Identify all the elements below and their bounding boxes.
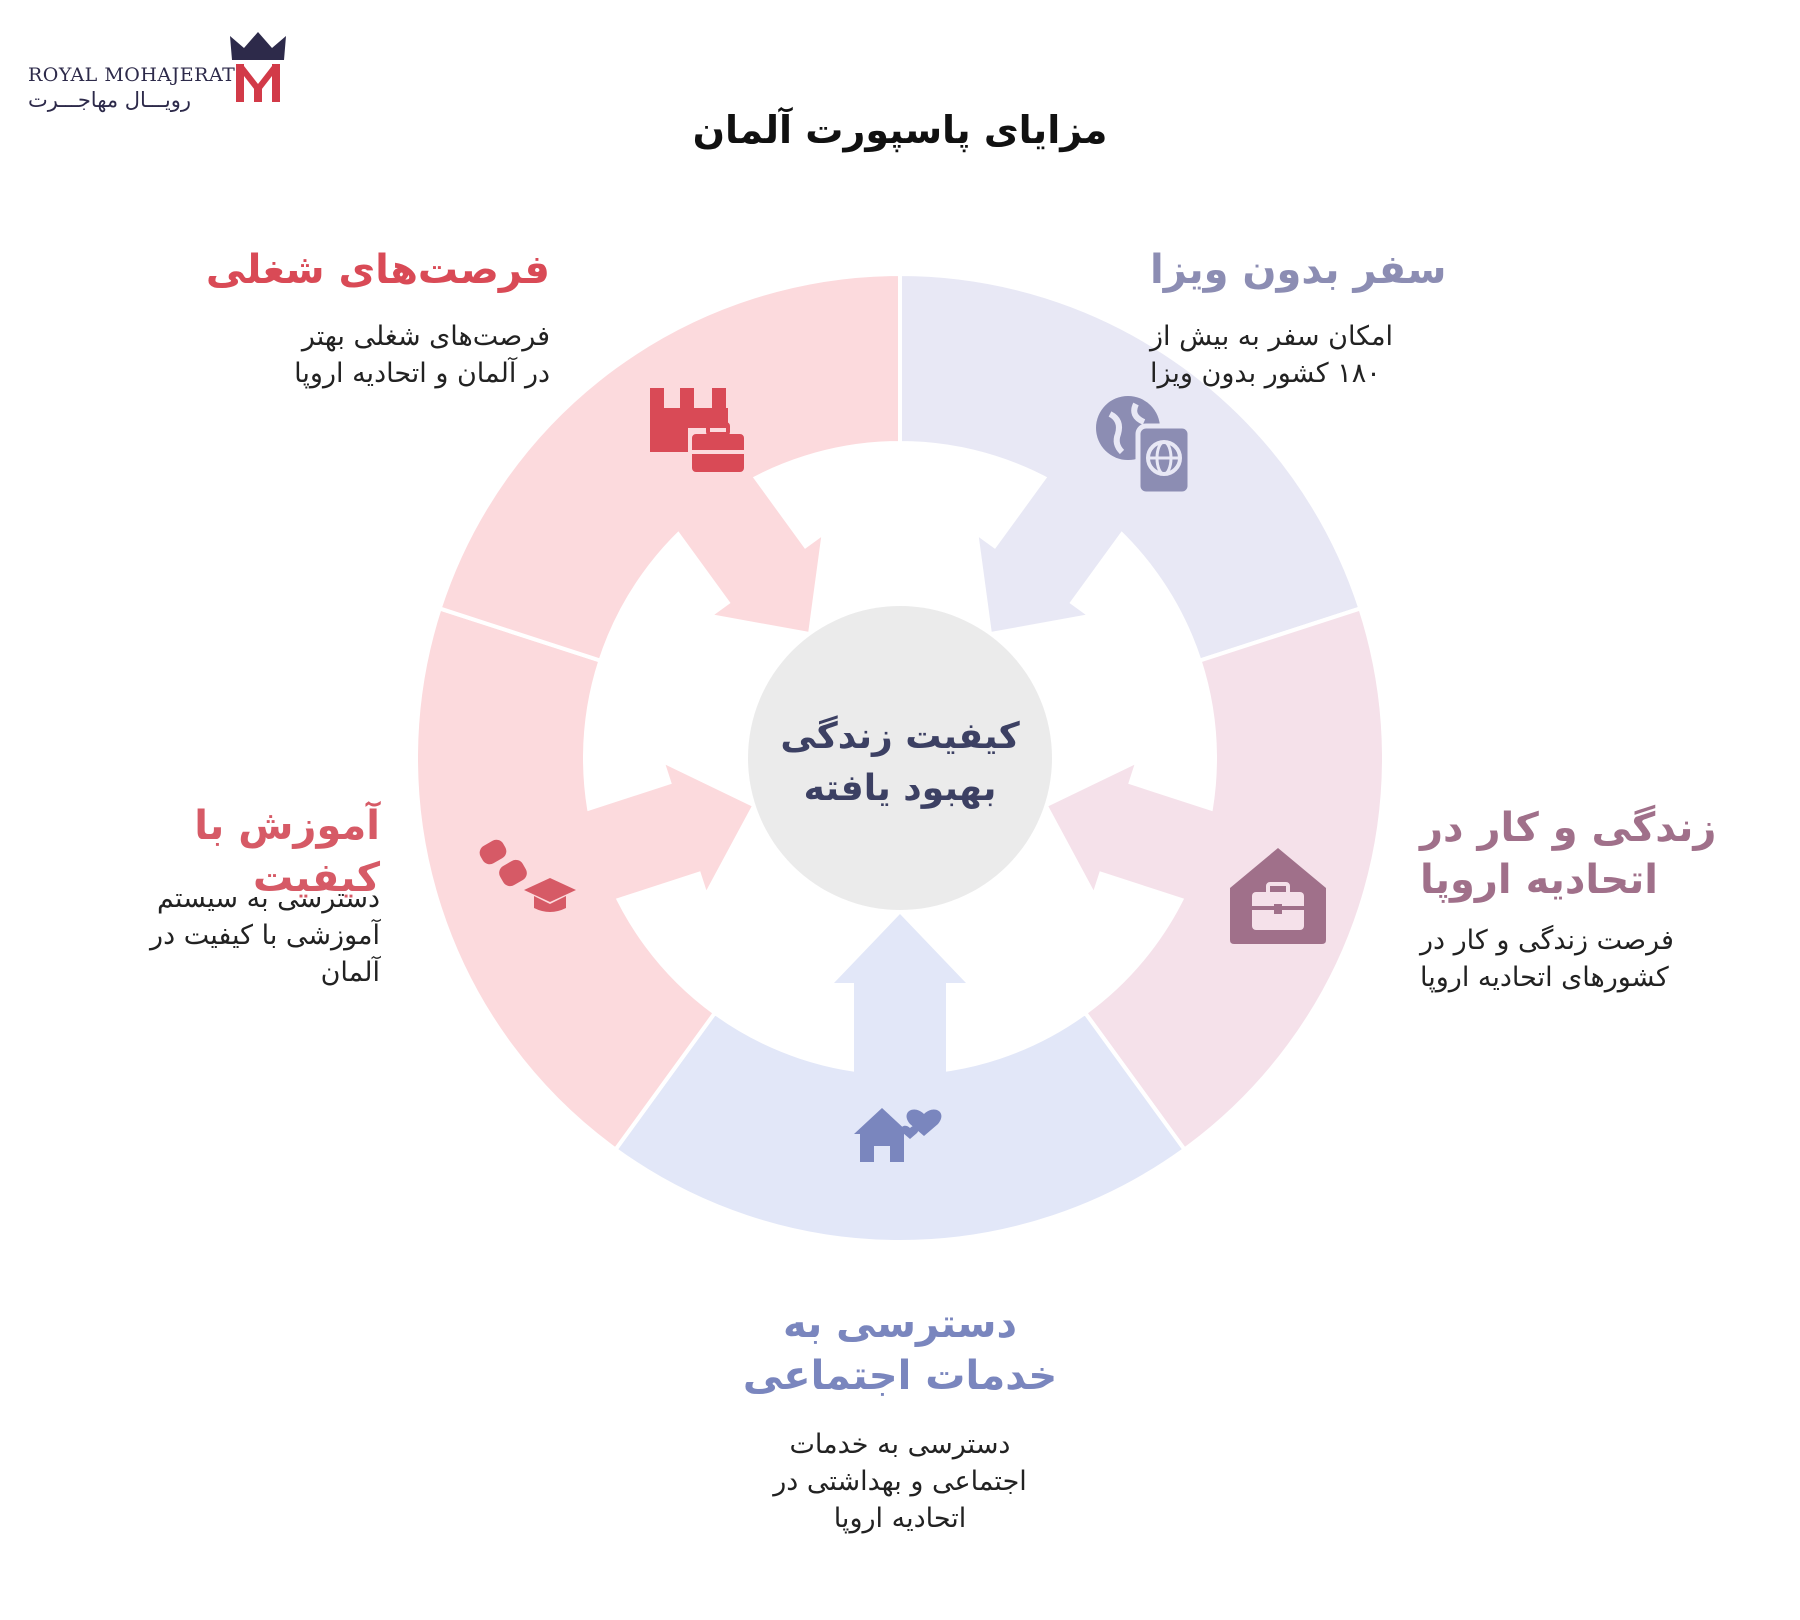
heading-line: خدمات اجتماعی [742,1353,1058,1399]
arrow-visa-free-travel [978,463,1132,632]
description-line: دسترسی به خدمات [789,1429,1011,1460]
visa-free-travel-description: امکان سفر به بیش از ۱۸۰ کشور بدون ویزا [1150,318,1510,392]
heading-line: دسترسی به [782,1301,1018,1347]
description-line: امکان سفر به بیش از [1150,321,1394,352]
ring-segment-job-opportunities [437,271,902,664]
ring-segments [414,271,1386,1244]
page-title: مزایای پاسپورت آلمان [692,108,1108,152]
logo-persian-text: رویـــال مهاجـــرت [28,88,192,112]
brand-logo: ROYAL MOHAJERAT رویـــال مهاجـــرت [28,30,288,120]
description-line: در آلمان و اتحادیه اروپا [294,358,550,389]
crown-monogram-icon [230,32,286,102]
ring-segment-quality-education [414,605,718,1153]
arrow-social-services [834,914,966,1088]
arrow-eu-live-work [1048,764,1229,904]
graduation-books-icon [479,839,576,912]
job-opportunities-description: فرصت‌های شغلی بهتر در آلمان و اتحادیه ار… [200,318,550,392]
description-line: دسترسی به سیستم [157,883,380,914]
heading-line: زندگی و کار در [1420,805,1717,851]
visa-free-travel-heading: سفر بدون ویزا [1150,247,1447,293]
quality-education-heading: آموزش با کیفیت [194,803,380,901]
house-hearts-icon [854,1108,942,1162]
arrow-quality-education [571,764,752,904]
social-services-description: دسترسی به خدمات اجتماعی و بهداشتی در اتح… [720,1426,1080,1537]
description-line: کشورهای اتحادیه اروپا [1420,962,1669,993]
briefcase-house-icon [1230,848,1326,944]
description-line: فرصت‌های شغلی بهتر [301,321,550,352]
description-line: آموزشی با کیفیت در [150,920,380,951]
factory-briefcase-icon [650,388,748,476]
center-label-line1: کیفیت زندگی [780,715,1019,757]
center-disc [748,606,1052,910]
globe-passport-icon [1096,396,1193,497]
ring-arrows [571,463,1229,1088]
arrow-job-opportunities [668,463,822,632]
center-label-line2: بهبود یافته [804,768,997,809]
eu-live-work-heading: زندگی و کار در اتحادیه اروپا [1420,802,1780,906]
ring-segment-visa-free-travel [898,271,1363,664]
quality-education-description: دسترسی به سیستم آموزشی با کیفیت در آلمان [80,880,380,991]
description-line: اجتماعی و بهداشتی در [773,1466,1027,1497]
description-line: فرصت زندگی و کار در [1420,925,1674,956]
ring-segment-eu-live-work [1082,605,1386,1153]
logo-latin-text: ROYAL MOHAJERAT [28,64,236,86]
description-line: ۱۸۰ کشور بدون ویزا [1150,358,1381,389]
description-line: آلمان [320,957,380,988]
job-opportunities-heading: فرصت‌های شغلی [205,247,550,293]
eu-live-work-description: فرصت زندگی و کار در کشورهای اتحادیه اروپ… [1420,922,1760,996]
description-line: اتحادیه اروپا [833,1503,967,1534]
social-services-heading: دسترسی به خدمات اجتماعی [720,1298,1080,1402]
heading-line: اتحادیه اروپا [1420,857,1658,903]
